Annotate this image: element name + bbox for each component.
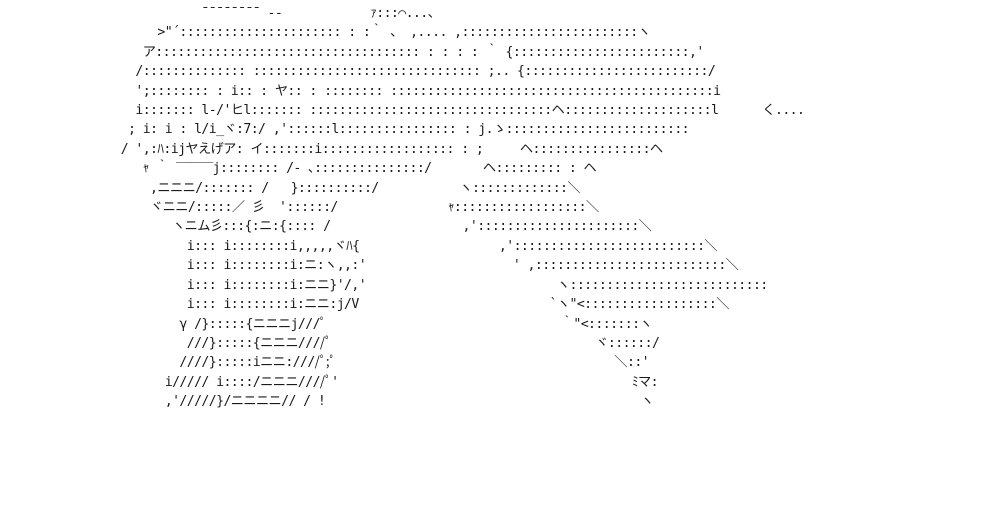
ascii-art-line: i::: i::::::::i:ニ:ヽ,,:' ' ,:::::::::::::… — [84, 258, 739, 274]
ascii-art-line: ; i: i : l/i_ヾ:7:/ ,'::::::l::::::::::::… — [84, 122, 690, 138]
ascii-art-line: i::::::: l-/'ヒl::::::: :::::::::::::::::… — [84, 103, 805, 119]
ascii-art-line: ¯¯¯¯¯¯¯¯ -‐ ｧ:::⌒...、 — [84, 6, 441, 21]
ascii-art-line: i::: i::::::::i,,,,,ヾﾊ{ ,'::::::::::::::… — [84, 238, 718, 254]
ascii-art-line: i::: i::::::::i:ニニ:j/V `ヽ"<:::::::::::::… — [84, 297, 730, 313]
ascii-art-line: / ',:ﾊ:ijヤえげア: イ:::::::i::::::::::::::::… — [84, 141, 663, 157]
ascii-art-line: ヾニニ/:::::／ 彡 '::::::/ ｬ:::::::::::::::::… — [84, 200, 599, 216]
ascii-art-line: >"´:::::::::::::::::::::: : :｀ 、 ,.... ,… — [84, 25, 651, 41]
ascii-art-line: ,'/////}/ニニニニ// / ! ヽ — [84, 394, 654, 410]
ascii-art-line: ,ニニニ/::::::: / }::::::::::/ ヽ:::::::::::… — [84, 180, 581, 196]
ascii-art-line: i///// i::::/ニニニ////ﾟ' ﾐマ: — [84, 374, 659, 390]
ascii-art-line: ';:::::::: : i:: : ヤ:: : :::::::: ::::::… — [84, 83, 721, 99]
ascii-art-line: ヽニム彡:::{:ニ:{:::: / ,':::::::::::::::::::… — [84, 219, 652, 235]
ascii-art-line: ｬ ｀ ‾‾‾‾‾j:::::::: /‐ ､:::::::::::::::/ … — [84, 161, 597, 177]
ascii-art-figure: ¯¯¯¯¯¯¯¯ -‐ ｧ:::⌒...、 >"´:::::::::::::::… — [84, 4, 805, 412]
ascii-art-line: ///}:::::{ニニニ////ﾟ ヾ::::::/ — [84, 335, 660, 351]
ascii-art-line: i::: i::::::::i:ニニ}'/,' ヽ:::::::::::::::… — [84, 277, 769, 293]
ascii-art-line: /:::::::::::::: ::::::::::::::::::::::::… — [84, 64, 716, 80]
ascii-art-line: ア:::::::::::::::::::::::::::::::::::: : … — [84, 44, 705, 60]
ascii-art-line: γ /}:::::{ニニニj///ﾟ ｀"<:::::::ヽ — [84, 316, 653, 332]
ascii-art-line: ////}:::::iニニ:////ﾟ;ﾟ ＼::' — [84, 355, 650, 371]
